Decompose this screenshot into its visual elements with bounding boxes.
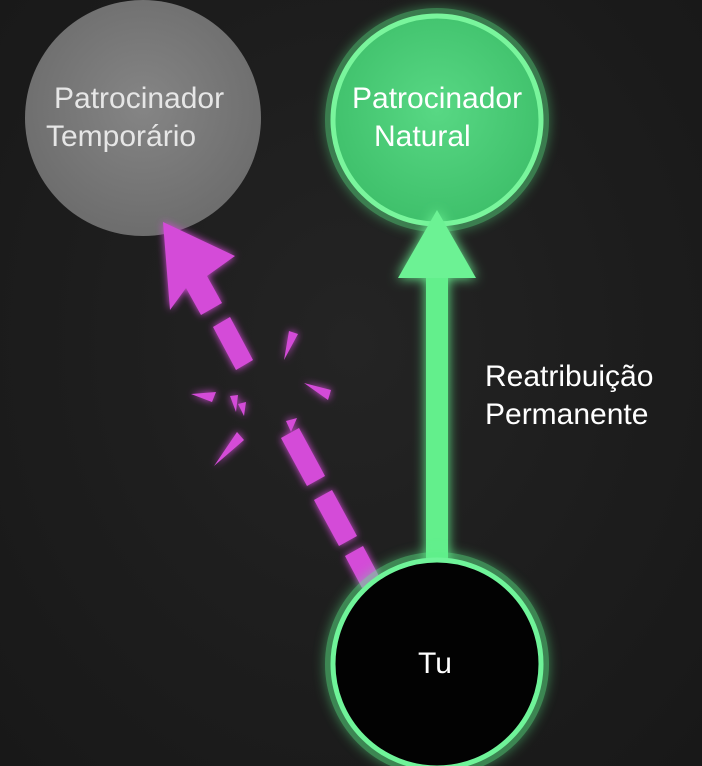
permanent-arrow-shaft [426,272,448,572]
temporary-sponsor-label-line2: Temporário [46,120,197,153]
temporary-arrow [163,222,380,588]
temporary-arrow-dash-3 [314,490,357,546]
temporary-arrow-shard [230,395,238,412]
temporary-arrow-shard [284,331,298,360]
temporary-sponsor-node [25,0,261,236]
natural-sponsor-label: Patrocinador Natural [352,80,522,156]
temporary-sponsor-label: Patrocinador Temporário [46,80,224,156]
temporary-arrow-shard [191,392,216,402]
permanent-arrow-head [398,210,476,278]
temporary-arrow-head [163,222,235,315]
temporary-arrow-dash-1 [213,317,253,370]
natural-sponsor-label-line2: Natural [374,120,471,153]
temporary-arrow-shard [304,383,331,400]
natural-sponsor-label-line1: Patrocinador [352,82,523,115]
permanent-reassignment-label-line2: Permanente [485,398,649,431]
temporary-arrow-shard [238,402,246,416]
temporary-arrow-shard [214,432,244,466]
temporary-arrow-dash-2 [281,428,325,486]
temporary-arrow-shard [286,418,297,432]
permanent-arrow [398,210,476,572]
you-node-label: Tu [418,647,452,680]
permanent-reassignment-label-line1: Reatribuição [485,360,654,393]
permanent-reassignment-label: Reatribuição Permanente [485,358,653,434]
temporary-sponsor-label-line1: Patrocinador [54,82,225,115]
you-node [330,557,544,766]
